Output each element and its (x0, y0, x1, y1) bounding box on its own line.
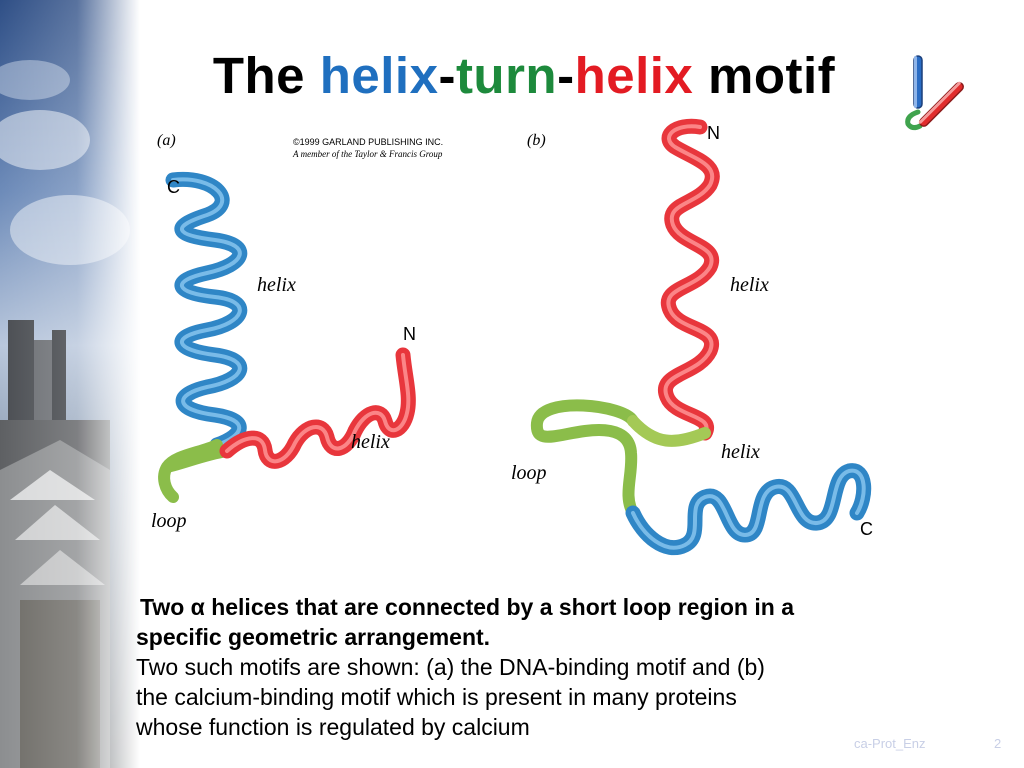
title-word-helix-2: helix (574, 47, 694, 104)
title-part-the: The (212, 47, 320, 104)
caption-line-4: the calcium-binding motif which is prese… (136, 684, 737, 710)
slide-title: The helix-turn-helix motif (0, 46, 1024, 105)
copyright-line-2: A member of the Taylor & Francis Group (292, 149, 443, 159)
caption-line-3: Two such motifs are shown: (a) the DNA-b… (136, 654, 765, 680)
panel-a-green-loop (158, 439, 233, 503)
slide-caption: Two α helices that are connected by a sh… (136, 592, 966, 742)
panel-b-c-terminus-label: C (860, 519, 873, 539)
panel-b-green-loop (530, 399, 639, 519)
panel-a-n-terminus-label: N (403, 324, 416, 344)
sidebar-photo (0, 0, 140, 768)
title-word-helix-1: helix (319, 47, 439, 104)
copyright-line-1: ©1999 GARLAND PUBLISHING INC. (293, 137, 443, 147)
panel-b-helix-lower-label: helix (721, 441, 760, 463)
caption-line-1: Two α helices that are connected by a sh… (136, 592, 966, 622)
caption-line-2: specific geometric arrangement. (136, 624, 491, 650)
panel-b-n-terminus-label: N (707, 123, 720, 143)
panel-a-c-terminus-label: C (167, 177, 180, 197)
panel-a-ribbon (158, 171, 416, 503)
caption-alpha-symbol: α (190, 594, 205, 620)
panel-a-label: (a) (157, 132, 176, 149)
panel-a-helix-upper-label: helix (257, 274, 296, 296)
title-dash-2: - (557, 47, 575, 104)
caption-line-5: whose function is regulated by calcium (136, 714, 530, 740)
panel-b-label: (b) (527, 132, 546, 149)
sidebar-decorative-image (0, 0, 140, 768)
panel-b-red-helix (658, 118, 720, 441)
caption-bold-prefix: Two (140, 594, 191, 620)
footer-label: ca-Prot_Enz (854, 736, 926, 751)
page-number: 2 (994, 736, 1002, 751)
title-dash-1: - (438, 47, 456, 104)
panel-b-ribbon (530, 118, 872, 556)
panel-b-loop-label: loop (511, 462, 547, 484)
panel-b-helix-upper-label: helix (730, 274, 769, 296)
protein-ribbon-figure: (a) (b) ©1999 GARLAND PUBLISHING INC. A … (151, 118, 873, 556)
helix-turn-helix-icon (905, 55, 964, 131)
caption-bold-rest: helices that are connected by a short lo… (204, 594, 794, 620)
title-part-motif: motif (693, 47, 836, 104)
panel-a-loop-label: loop (151, 510, 187, 532)
panel-a-helix-lower-label: helix (351, 431, 390, 453)
title-word-turn: turn (455, 47, 558, 104)
